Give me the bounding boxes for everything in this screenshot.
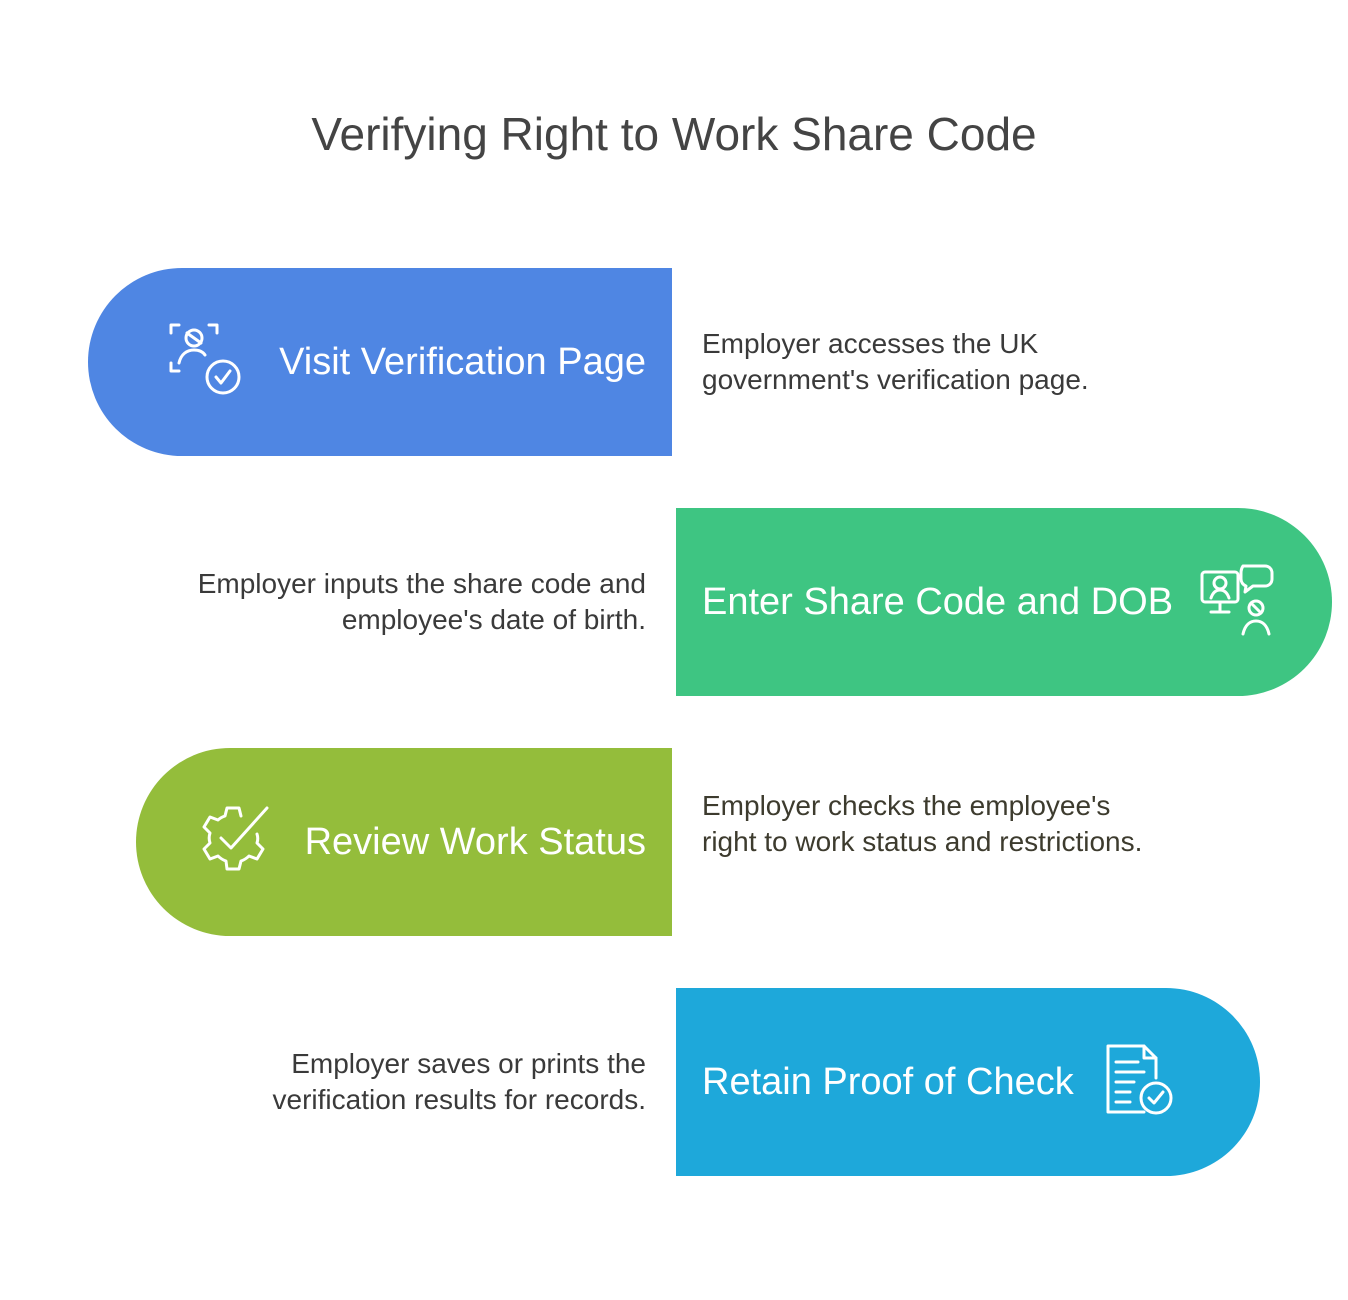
step-description: Employer inputs the share code and emplo…: [197, 568, 646, 635]
step-label: Visit Verification Page: [279, 341, 646, 383]
step-description: Employer accesses the UK government's ve…: [702, 328, 1089, 395]
step-visit-verification-page: Visit Verification Page: [88, 268, 672, 456]
step-retain-proof: Retain Proof of Check: [676, 988, 1260, 1176]
step-label: Enter Share Code and DOB: [702, 581, 1174, 623]
step-enter-share-code: Enter Share Code and DOB: [676, 508, 1332, 696]
step-description: Employer checks the employee's right to …: [702, 790, 1143, 857]
step-label: Review Work Status: [304, 821, 646, 863]
document-check-icon: [1100, 1042, 1176, 1123]
step-review-work-status: Review Work Status: [136, 748, 672, 936]
gear-check-icon: [195, 802, 271, 883]
step-label: Retain Proof of Check: [702, 1061, 1074, 1103]
page-title: Verifying Right to Work Share Code: [311, 108, 1037, 160]
face-scan-check-icon: [167, 321, 245, 404]
computer-user-chat-icon: [1199, 562, 1275, 643]
step-description: Employer saves or prints the verificatio…: [272, 1048, 646, 1115]
